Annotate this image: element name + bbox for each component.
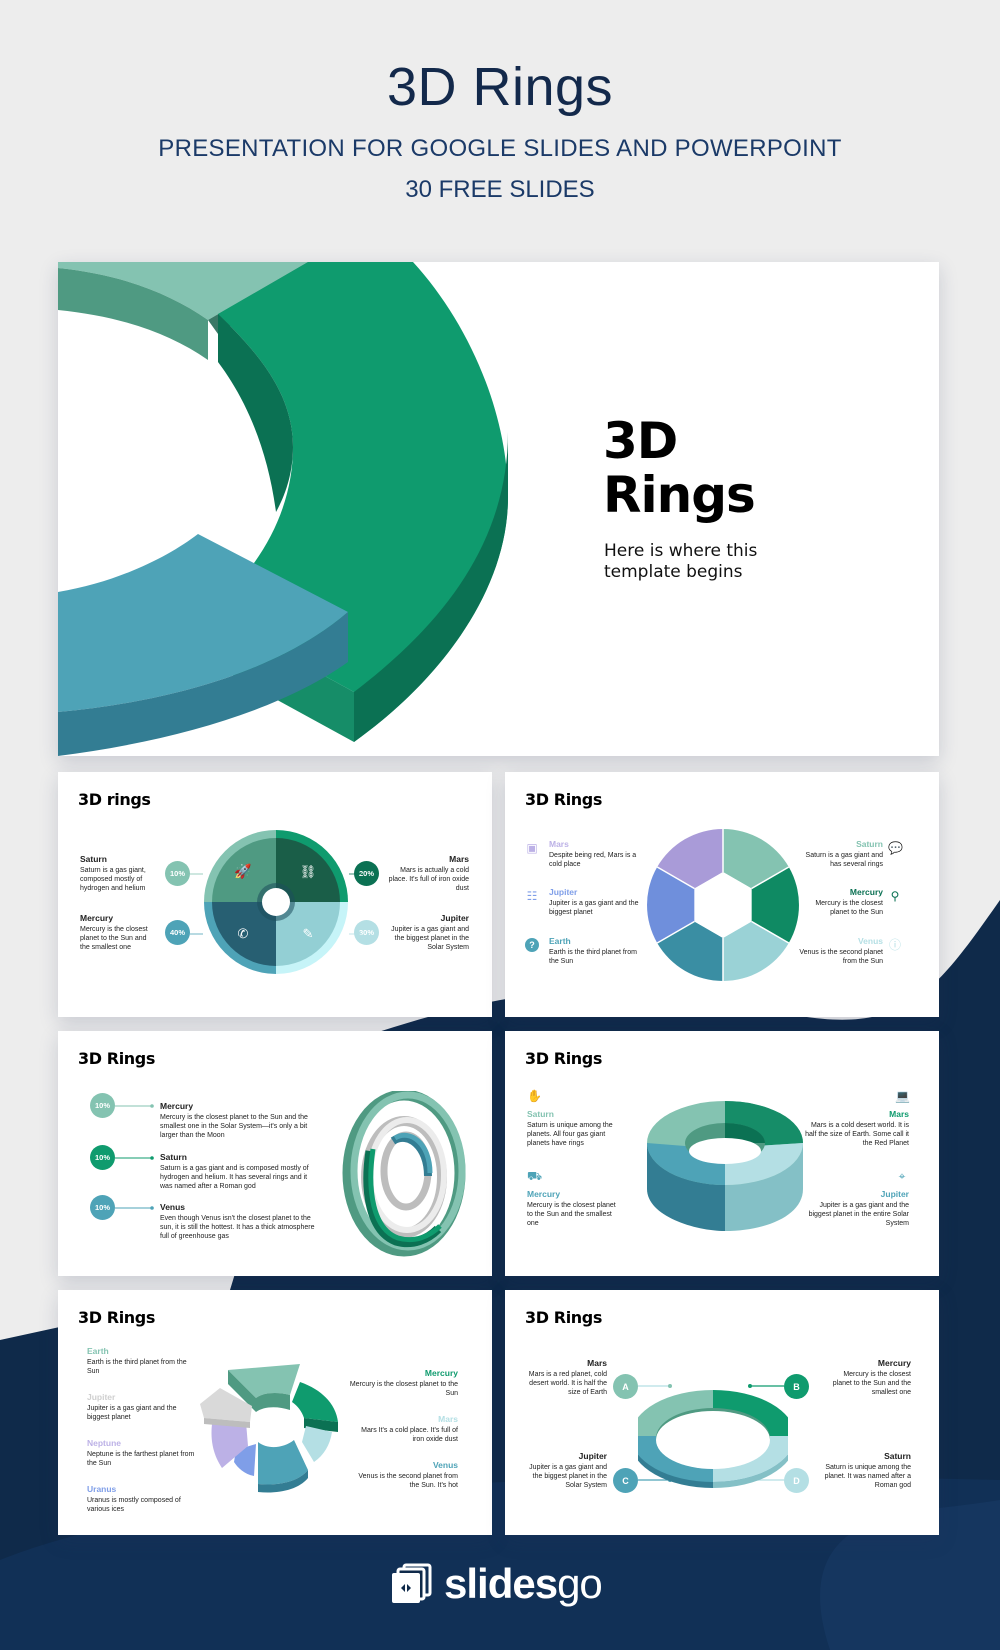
info-block-saturn: Saturn Saturn is unique among the planet… bbox=[824, 1451, 911, 1489]
slidesgo-wordmark: slidesgo bbox=[444, 1560, 603, 1607]
percent-badge: 10% bbox=[90, 1093, 115, 1118]
slide-quarter-ring[interactable]: 3D rings Saturn Saturn is a gas giant, c… bbox=[58, 772, 492, 1017]
info-block-earth: Earth Earth is the third planet from the… bbox=[87, 1346, 187, 1375]
slidesgo-logo-icon bbox=[392, 1563, 432, 1603]
hero-subtitle: Here is where this template begins bbox=[604, 541, 758, 582]
percent-badge: 40% bbox=[165, 920, 190, 945]
pencil-icon: ✎ bbox=[303, 926, 314, 941]
percent-badge: 10% bbox=[90, 1195, 115, 1220]
info-block-mercury: Mercury Mercury is the closest planet to… bbox=[160, 1101, 308, 1139]
info-block-mars: Mars Despite being red, Mars is a cold p… bbox=[549, 839, 637, 868]
info-block-mercury: Mercury Mercury is the closest planet to… bbox=[832, 1358, 911, 1396]
slide-concentric-rings[interactable]: 3D Rings 10% 10% 10% Mercury Mercury is … bbox=[58, 1031, 492, 1276]
info-block-mars: Mars Mars It's a cold place. It's full o… bbox=[361, 1414, 458, 1443]
network-icon: ⚲ bbox=[890, 889, 900, 903]
slide-abcd-ring[interactable]: 3D Rings Mars Mars is a red planet, cold… bbox=[505, 1290, 939, 1535]
connector-lines bbox=[115, 1104, 154, 1210]
info-block-mars: Mars Mars is a red planet, cold desert w… bbox=[528, 1358, 607, 1396]
delivery-truck-icon: ⛟ bbox=[527, 1169, 543, 1183]
puzzle-ring-graphic bbox=[647, 1101, 803, 1231]
info-block-saturn: Saturn Saturn is a gas giant, composed m… bbox=[80, 854, 146, 892]
info-block-venus: Venus Venus is the second planet from th… bbox=[799, 936, 883, 965]
info-block-jupiter: Jupiter Jupiter is a gas giant and the b… bbox=[391, 913, 469, 951]
hand-money-icon: ✋ bbox=[527, 1089, 542, 1103]
letter-badge-b: B bbox=[784, 1374, 809, 1399]
laptop-icon: 💻 bbox=[895, 1089, 910, 1103]
slide-title: 3D rings bbox=[78, 790, 151, 809]
info-block-saturn: Saturn Saturn is unique among the planet… bbox=[527, 1109, 613, 1147]
info-block-jupiter: Jupiter Jupiter is a gas giant and the b… bbox=[87, 1392, 177, 1421]
info-block-jupiter: Jupiter Jupiter is a gas giant and the b… bbox=[549, 887, 639, 916]
info-block-venus: Venus Venus is the second planet from th… bbox=[358, 1460, 458, 1489]
abcd-ring-graphic bbox=[638, 1384, 788, 1488]
info-block-uranus: Uranus Uranus is mostly composed of vari… bbox=[87, 1484, 181, 1513]
info-block-venus: Venus Even though Venus isn't the closes… bbox=[160, 1202, 315, 1240]
hero-title: 3D Rings bbox=[603, 412, 756, 524]
info-block-saturn: Saturn Saturn is a gas giant and has sev… bbox=[805, 839, 883, 868]
percent-badge: 20% bbox=[354, 861, 379, 886]
info-block-mars: Mars Mars is actually a cold place. It's… bbox=[388, 854, 469, 892]
question-icon: ? bbox=[525, 938, 539, 952]
info-block-jupiter: Jupiter Jupiter is a gas giant and the b… bbox=[808, 1189, 909, 1227]
percent-badge: 10% bbox=[165, 861, 190, 886]
slide-title: 3D Rings bbox=[525, 790, 602, 809]
phone-icon: ✆ bbox=[238, 926, 249, 941]
info-bubble-icon: ⓘ bbox=[888, 938, 901, 952]
letter-badge-a: A bbox=[613, 1374, 638, 1399]
hero-3d-ring-graphic bbox=[58, 262, 508, 756]
info-block-saturn: Saturn Saturn is a gas giant and is comp… bbox=[160, 1152, 309, 1190]
slide-title: 3D Rings bbox=[525, 1049, 602, 1068]
location-pin-icon: ⌖ bbox=[898, 1169, 906, 1183]
percent-badge: 30% bbox=[354, 920, 379, 945]
letter-badge-c: C bbox=[613, 1468, 638, 1493]
info-block-earth: Earth Earth is the third planet from the… bbox=[549, 936, 637, 965]
page-title: 3D Rings bbox=[386, 57, 614, 117]
page-subtitle: PRESENTATION FOR GOOGLE SLIDES AND POWER… bbox=[158, 135, 842, 162]
info-block-neptune: Neptune Neptune is the farthest planet f… bbox=[87, 1438, 195, 1467]
info-block-mercury: Mercury Mercury is the closest planet to… bbox=[349, 1368, 458, 1397]
info-block-mercury: Mercury Mercury is the closest planet to… bbox=[527, 1189, 616, 1227]
hero-slide[interactable]: 3D Rings Here is where this template beg… bbox=[58, 262, 939, 756]
link-icon: ⛓ bbox=[300, 864, 317, 879]
mailbox-icon: ▣ bbox=[526, 841, 538, 855]
letter-badge-d: D bbox=[784, 1468, 809, 1493]
slidesgo-logo[interactable]: slidesgo bbox=[390, 1560, 603, 1608]
concentric-rings-graphic bbox=[342, 1091, 466, 1257]
chat-icon: 💬 bbox=[888, 841, 903, 855]
quarter-ring-chart: 🚀 ⛓ ✆ ✎ bbox=[190, 830, 362, 974]
rocket-icon: 🚀 bbox=[234, 863, 252, 880]
slide-title: 3D Rings bbox=[78, 1049, 155, 1068]
info-block-mars: Mars Mars is a cold desert world. It is … bbox=[805, 1109, 909, 1147]
slide-title: 3D Rings bbox=[525, 1308, 602, 1327]
slide-puzzle-ring[interactable]: 3D Rings ✋ Saturn Saturn is unique among… bbox=[505, 1031, 939, 1276]
info-block-mercury: Mercury Mercury is the closest planet to… bbox=[815, 887, 883, 916]
slide-exploded-ring[interactable]: 3D Rings Earth Earth is the third planet… bbox=[58, 1290, 492, 1535]
exploded-ring-graphic bbox=[200, 1364, 338, 1493]
percent-badge: 10% bbox=[90, 1145, 115, 1170]
slide-hexagon-ring[interactable]: 3D Rings ▣ Mars Despite being red, Mars … bbox=[505, 772, 939, 1017]
team-icon: ☷ bbox=[526, 889, 538, 903]
info-block-jupiter: Jupiter Jupiter is a gas giant and the b… bbox=[529, 1451, 607, 1489]
hexagon-ring-chart bbox=[647, 829, 799, 981]
free-slides-label: 30 FREE SLIDES bbox=[405, 176, 595, 203]
info-block-mercury: Mercury Mercury is the closest planet to… bbox=[80, 913, 148, 951]
slide-title: 3D Rings bbox=[78, 1308, 155, 1327]
